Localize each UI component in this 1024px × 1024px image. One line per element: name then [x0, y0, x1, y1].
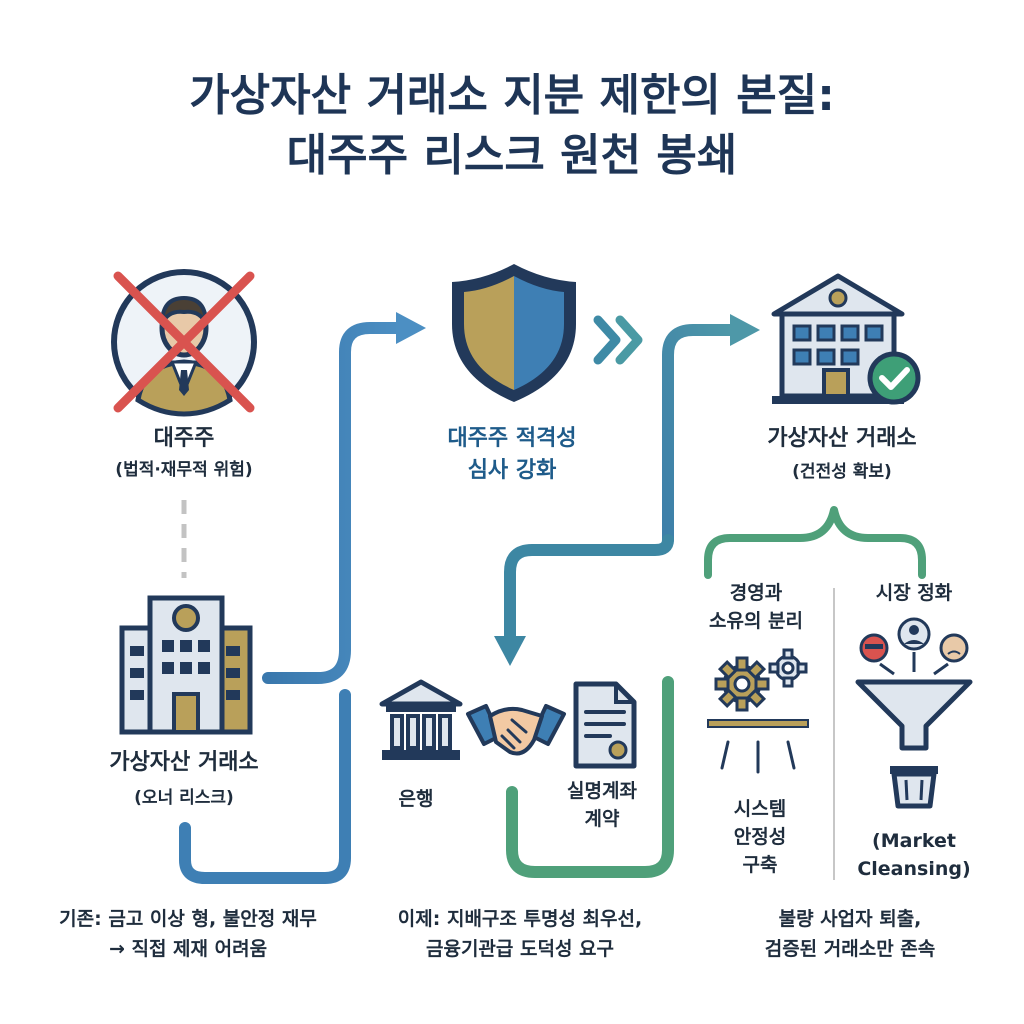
result-caption-2: 검증된 거래소만 존속: [764, 938, 936, 960]
now-caption-2: 금융기관급 도덕성 요구: [425, 938, 615, 960]
verified-exchange-icon: [771, 273, 921, 405]
left-exchange-label: 가상자산 거래소: [109, 750, 259, 775]
separation-label-2: 소유의 분리: [708, 610, 804, 632]
chevron-1: [593, 315, 621, 365]
arrow-to-exchange: [662, 324, 738, 546]
green-brace: [704, 506, 926, 579]
chevron-2: [615, 315, 643, 365]
arrow-to-bank: [504, 534, 674, 646]
stability-label-2: 안정성: [733, 826, 787, 848]
bank-icon: [379, 679, 463, 760]
arrow-bottom-green-u: [506, 676, 674, 878]
before-caption-2: → 직접 제재 어려움: [108, 938, 268, 960]
cleansing-title: 시장 정화: [875, 582, 953, 604]
now-caption-1: 이제: 지배구조 투명성 최우선,: [397, 908, 643, 930]
account-label-1: 실명계좌: [567, 780, 637, 802]
before-caption-1: 기존: 금고 이상 형, 불안정 재무: [59, 908, 317, 930]
major-shareholder-label: 대주주: [153, 426, 215, 451]
arrow-exchange-to-screening: [262, 322, 406, 684]
stability-label-3: 구축: [742, 854, 778, 876]
screening-label-2: 심사 강화: [467, 458, 557, 483]
account-label-2: 계약: [584, 808, 620, 830]
contract-document-icon: [573, 681, 637, 769]
screening-label-1: 대주주 적격성: [447, 426, 577, 451]
title-line-2: 대주주 리스크 원천 봉쇄: [286, 130, 738, 181]
stability-label-1: 시스템: [733, 798, 787, 820]
separation-label-1: 경영과: [729, 582, 783, 604]
arrow-head-bank: [494, 636, 526, 666]
exchange-building-icon: [119, 595, 253, 735]
right-exchange-sub: (건전성 확보): [792, 462, 892, 482]
left-exchange-sub: (오너 리스크): [134, 788, 234, 808]
bank-label: 은행: [398, 788, 434, 810]
major-shareholder-sub: (법적·재무적 위험): [115, 460, 253, 480]
cleansing-en-2: Cleansing): [857, 858, 971, 880]
arrow-head-screening: [396, 312, 426, 344]
shield-icon: [452, 264, 576, 402]
handshake-icon: [466, 704, 566, 756]
crossed-person-icon: [111, 269, 257, 417]
right-exchange-label: 가상자산 거래소: [767, 426, 917, 451]
arrow-head-exchange: [730, 314, 760, 346]
cleansing-en-1: (Market: [872, 830, 956, 852]
market-funnel-icon: [855, 617, 973, 809]
arrow-bottom-left-u: [179, 689, 351, 884]
result-caption-1: 불량 사업자 퇴출,: [778, 908, 922, 930]
title-line-1: 가상자산 거래소 지분 제한의 본질:: [189, 70, 835, 121]
gears-icon: [707, 648, 809, 774]
